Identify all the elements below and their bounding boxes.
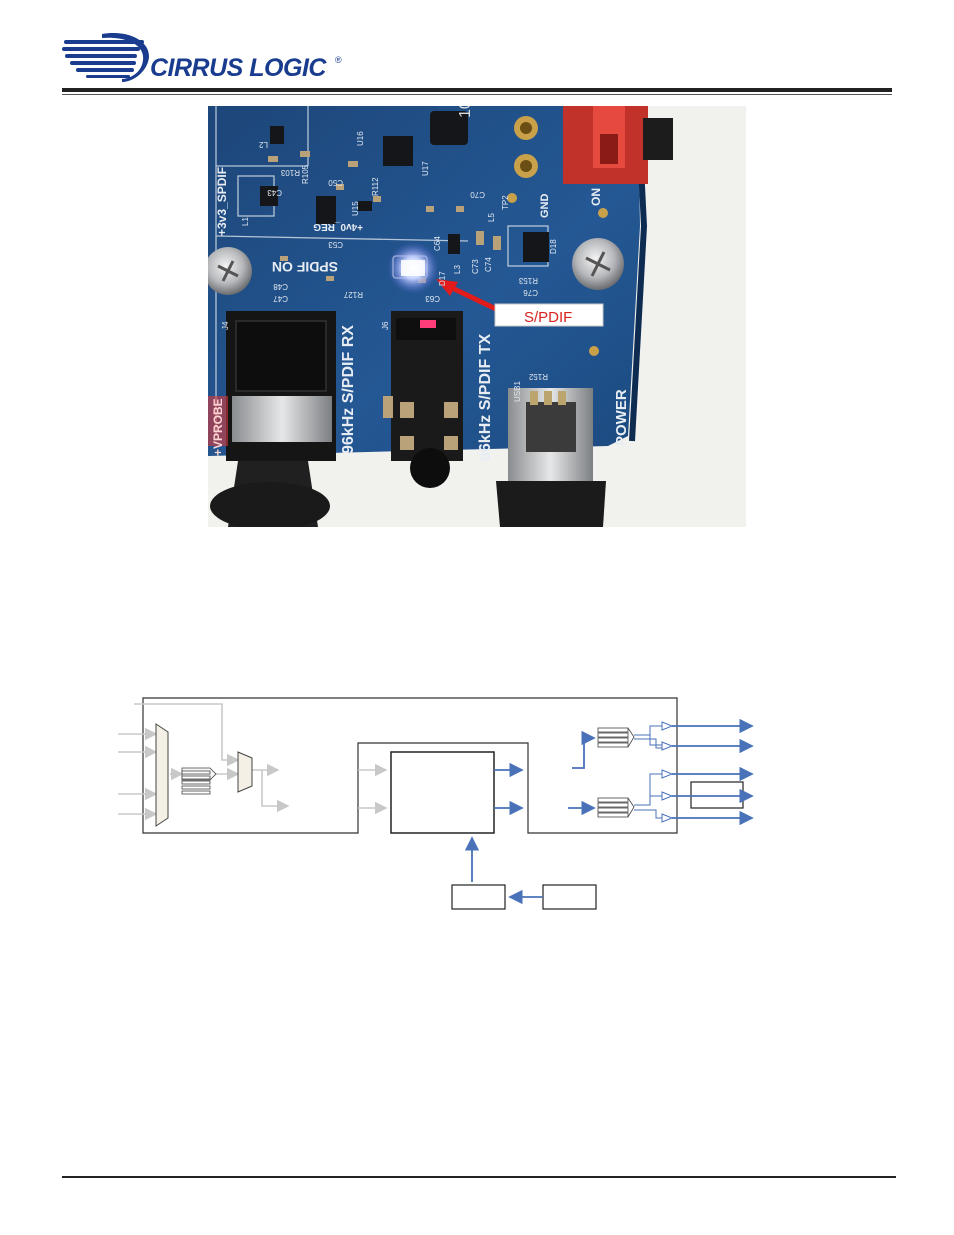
ref-u17: U17 xyxy=(421,161,430,176)
ref-r103: R103 xyxy=(280,168,300,177)
adc-stack-icon xyxy=(181,767,217,795)
header-rule xyxy=(62,88,892,92)
brand-name: CIRRUS LOGIC xyxy=(150,54,326,82)
ref-c63: C63 xyxy=(425,294,440,303)
tx-label: 96kHz S/PDIF TX xyxy=(477,334,494,461)
gnd-label: GND xyxy=(539,194,551,219)
ref-l3: L3 xyxy=(453,265,462,274)
ref-c43: C43 xyxy=(267,188,282,197)
ref-l1: L1 xyxy=(241,217,250,226)
ref-r152: R152 xyxy=(528,372,548,381)
rx-label: 96kHz S/PDIF RX xyxy=(340,325,357,454)
power-label: POWER xyxy=(613,389,630,446)
dac-stack-top-icon xyxy=(597,727,635,748)
diagram-bottom-block-right xyxy=(542,884,597,910)
led-label: SPDIF ON xyxy=(272,259,338,275)
cirrus-logic-logo-icon xyxy=(62,33,149,82)
on-label: ON xyxy=(589,188,603,206)
block-diagram xyxy=(118,697,754,910)
buffer-triangles-icon xyxy=(661,721,674,823)
ref-r153: R153 xyxy=(518,276,538,285)
ref-d17: D17 xyxy=(438,271,447,286)
ref-r112: R112 xyxy=(371,177,380,196)
ref-l5: L5 xyxy=(487,213,496,222)
ref-c76: C76 xyxy=(523,288,538,297)
ref-c50: C50 xyxy=(328,178,343,187)
footer-rule xyxy=(62,1176,896,1178)
diagram-output-block xyxy=(690,781,744,809)
ref-usb1: USB1 xyxy=(513,381,522,402)
header-rule-thin xyxy=(62,94,892,95)
board-photo-drawing: S/PDIF SPDIF ON 96kHz S/PDIF RX 96kHz S/… xyxy=(208,106,746,527)
callout-text: S/PDIF xyxy=(524,309,572,326)
ref-c48: C48 xyxy=(273,282,288,291)
board-photo: S/PDIF SPDIF ON 96kHz S/PDIF RX 96kHz S/… xyxy=(208,106,746,527)
ref-j6: J6 xyxy=(381,321,390,330)
registered-mark: ® xyxy=(335,55,342,65)
ref-r127: R127 xyxy=(343,290,363,299)
dac-stack-bottom-icon xyxy=(597,797,635,818)
ref-u16: U16 xyxy=(356,131,365,146)
ref-u15: U15 xyxy=(351,201,360,216)
diagram-central-block xyxy=(390,751,495,834)
spdif-rail-label: +3v3_SPDIF xyxy=(215,167,229,236)
ref-c47: C47 xyxy=(273,294,288,303)
ref-c70: C70 xyxy=(470,190,485,199)
input-mux-2 xyxy=(237,751,253,793)
ref-c53: C53 xyxy=(328,240,343,249)
diagram-outer-outline xyxy=(142,697,678,834)
ref-c64: C64 xyxy=(433,236,442,251)
ref-c73: C73 xyxy=(471,259,480,274)
ref-inductor-value: 100 xyxy=(457,106,474,118)
ref-tp2: TP2 xyxy=(501,195,510,210)
ref-j4: J4 xyxy=(221,321,230,330)
ref-d18: D18 xyxy=(549,239,558,254)
reg-label: +4v0_REG xyxy=(313,221,363,232)
diagram-bottom-block-left xyxy=(451,884,506,910)
ref-r105: R105 xyxy=(301,164,310,184)
ref-l2: L2 xyxy=(259,140,268,149)
input-mux-1 xyxy=(155,723,169,827)
ref-c74: C74 xyxy=(484,257,493,272)
vprobe-label: +VPROBE xyxy=(211,398,225,456)
